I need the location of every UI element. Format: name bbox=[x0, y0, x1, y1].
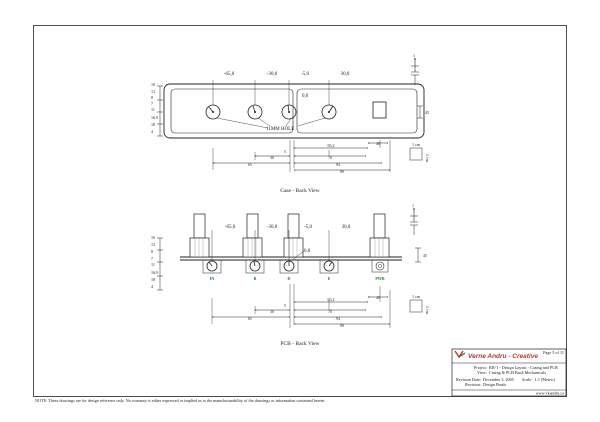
pcb-dim-top: 65,2 bbox=[328, 297, 335, 303]
pcb-pot-angle: -65,0 bbox=[225, 225, 236, 230]
pcb-dim-low: 65 bbox=[248, 316, 252, 321]
case-left-dim: 8 bbox=[151, 95, 153, 100]
case-inner-left bbox=[170, 88, 294, 134]
case-left-dim: 16,9 bbox=[151, 115, 158, 121]
case-left-dim: 13 bbox=[151, 89, 155, 94]
case-pot-angle: -5,0 bbox=[301, 72, 309, 77]
case-scale-label: 1 cm bbox=[412, 142, 421, 147]
pcb-left-dim: 11 bbox=[151, 262, 155, 267]
pcb-center-angle: 0,0 bbox=[304, 249, 311, 254]
pcb-dim-bottom: 90 bbox=[340, 323, 344, 328]
pcb-pot-label: D bbox=[288, 276, 291, 281]
case-pot-hole bbox=[247, 104, 263, 120]
case-scale-side: 1 cm bbox=[425, 154, 430, 163]
sheet-border bbox=[33, 25, 567, 397]
pcb-dim-mid: 70 bbox=[328, 309, 332, 314]
pcb-right-dim: 45 bbox=[423, 253, 427, 258]
case-pot-hole bbox=[321, 104, 337, 120]
pcb-pot bbox=[202, 259, 222, 274]
case-center-angle: 0,0 bbox=[302, 94, 309, 99]
pcb-pot bbox=[279, 259, 299, 274]
pcb-dim-top: 40 bbox=[376, 295, 380, 300]
case-left-dim: 10 bbox=[151, 82, 155, 87]
pcb-switch-shaft bbox=[369, 213, 390, 258]
case-dim-low: 65 bbox=[248, 162, 252, 167]
case-dim-low: 94 bbox=[336, 162, 340, 167]
pcb-pot-shaft bbox=[283, 213, 304, 258]
revision-key: Revision: bbox=[465, 382, 481, 387]
case-left-dim: 11 bbox=[151, 107, 155, 112]
pcb-left-dim: 16,9 bbox=[151, 270, 158, 276]
revision-value: Design Finals bbox=[483, 382, 507, 387]
case-pot-angle: -30,0 bbox=[267, 72, 278, 77]
pcb-left-dim: 8 bbox=[151, 249, 153, 254]
pcb-dim-low: 94 bbox=[336, 316, 340, 321]
case-pot-angle: -65,0 bbox=[224, 72, 235, 77]
pcb-scale-label: 1 cm bbox=[412, 294, 421, 299]
case-dim-mid: 30 bbox=[270, 155, 274, 160]
case-right-dim: 1 bbox=[413, 53, 415, 58]
project-key: Project: bbox=[474, 365, 487, 370]
pcb-pot bbox=[319, 259, 339, 274]
pcb-scale-box bbox=[409, 299, 423, 313]
case-pot-hole bbox=[281, 104, 297, 120]
case-back-view: -65,0 -30,0 -5,0 30,0 0,0 11MM HOLE 10 1… bbox=[151, 53, 430, 194]
pcb-left-dim: 13 bbox=[151, 242, 155, 247]
case-scale-box bbox=[409, 147, 423, 161]
pcb-left-dim: 7 bbox=[151, 256, 153, 261]
pcb-scale-side: 1 cm bbox=[425, 306, 430, 315]
pcb-pot-angle: -5,0 bbox=[304, 225, 312, 230]
case-view-caption: Case - Back View bbox=[280, 188, 319, 194]
case-pot-hole bbox=[205, 104, 221, 120]
pcb-power-jack bbox=[371, 259, 389, 273]
disclaimer-note: NOTE: These drawings are for design refe… bbox=[35, 398, 325, 403]
case-left-dim: 18 bbox=[151, 122, 155, 127]
pcb-pot bbox=[245, 259, 265, 274]
case-dim-mid: 5 bbox=[284, 149, 286, 154]
pcb-view-caption: PCB - Back View bbox=[280, 341, 319, 347]
pcb-dim-mid: 5 bbox=[284, 303, 286, 308]
pcb-left-dim: 18 bbox=[151, 277, 155, 282]
pcb-pot-angle: -30,0 bbox=[267, 225, 278, 230]
company-name: Verne Andru - Creative bbox=[468, 353, 538, 360]
case-dim-top: 65,2 bbox=[328, 143, 335, 149]
pcb-pot-label: PWR bbox=[375, 276, 384, 281]
pcb-pot-label: IN bbox=[210, 276, 215, 281]
pcb-pot-shaft bbox=[189, 213, 210, 258]
case-right-dim: 45 bbox=[425, 110, 429, 115]
pcb-left-dim: 10 bbox=[151, 235, 155, 240]
case-switch-cutout bbox=[372, 101, 387, 119]
case-dim-bottom: 90 bbox=[340, 169, 344, 174]
page-number: Page 5 of 11 bbox=[543, 350, 564, 355]
revision-date-key: Revision Date: bbox=[456, 377, 481, 382]
pcb-pot-angle: 30,0 bbox=[342, 225, 351, 230]
pcb-pot-shaft bbox=[242, 213, 263, 258]
revision-date-value: December 3, 2005 bbox=[483, 377, 514, 383]
title-block: Verne Andru - Creative Page 5 of 11 Proj… bbox=[451, 348, 567, 397]
case-dim-mid: 70 bbox=[328, 155, 332, 160]
case-outline bbox=[163, 83, 425, 139]
pcb-pot-label: E bbox=[328, 276, 331, 281]
view-value: Casing & PCB Back Mechanicals bbox=[489, 370, 546, 375]
case-hole-label: 11MM HOLE bbox=[266, 127, 294, 132]
pcb-dim-mid: 30 bbox=[270, 309, 274, 314]
pcb-right-dim: 1 bbox=[412, 203, 414, 208]
case-dim-top: 40 bbox=[376, 141, 380, 146]
company-logo-icon bbox=[454, 350, 466, 359]
view-key: View: bbox=[477, 370, 487, 375]
case-left-dim: 7 bbox=[151, 101, 153, 106]
project-value: KR-1 - Design Layout - Casing and PCB bbox=[489, 365, 558, 370]
pcb-pot-label: B bbox=[254, 276, 257, 281]
pcb-back-view: IN B D E PWR -65,0 -30,0 -5,0 30,0 0,0 1… bbox=[151, 203, 430, 347]
website: www.vkandru.ca bbox=[536, 391, 564, 396]
case-left-dim: 4 bbox=[151, 129, 153, 134]
case-pot-angle: 30,0 bbox=[341, 72, 350, 77]
scale-value: Scale - 1:1 [Metric] bbox=[522, 377, 556, 382]
pcb-left-dim: 4 bbox=[151, 284, 153, 289]
case-inner-right bbox=[296, 88, 418, 134]
